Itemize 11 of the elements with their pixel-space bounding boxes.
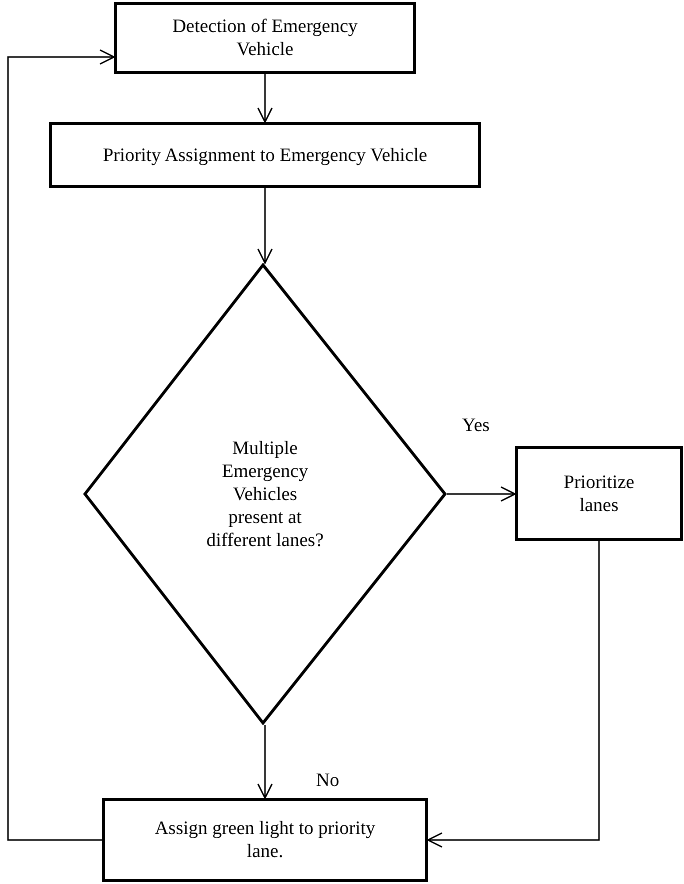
process-box: Assign green light to priority lane.: [102, 798, 428, 882]
process-box: Priority Assignment to Emergency Vehicle: [49, 122, 481, 188]
process-box: Detection of Emergency Vehicle: [114, 2, 416, 74]
arrow: [257, 725, 273, 799]
arrow: [427, 541, 600, 848]
arrow: [257, 74, 273, 123]
decision-diamond: Multiple Emergency Vehicles present at different lanes?: [83, 263, 447, 725]
process-box: Prioritize lanes: [515, 446, 683, 541]
arrow: [447, 486, 516, 502]
arrow: [257, 188, 273, 264]
arrow: [7, 49, 115, 841]
